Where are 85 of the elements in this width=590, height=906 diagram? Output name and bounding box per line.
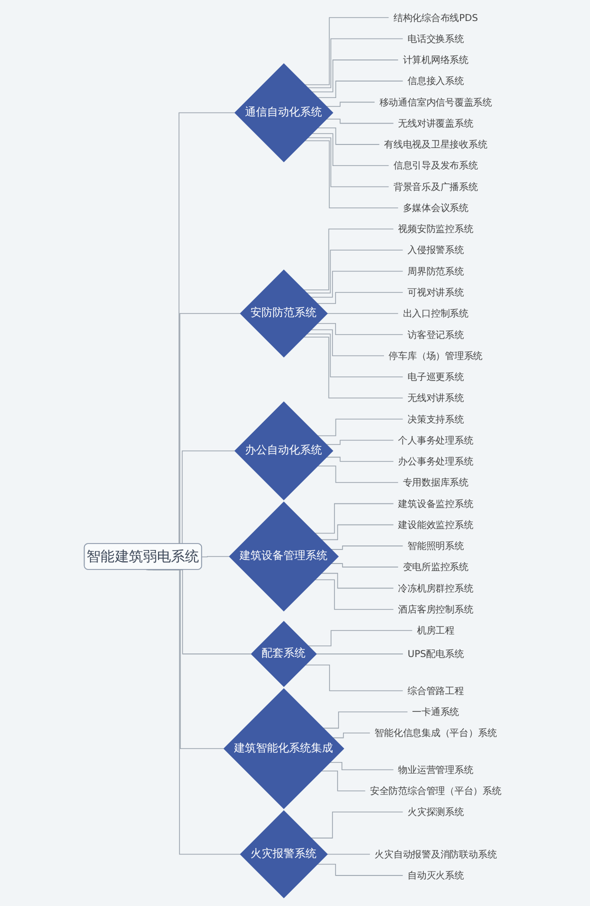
connector bbox=[320, 524, 394, 540]
connector bbox=[332, 732, 370, 738]
connector bbox=[316, 418, 403, 436]
node-text: 移动通信室内信号覆盖系统 bbox=[379, 96, 492, 108]
node-diamond: 火灾报警系统 bbox=[240, 810, 328, 898]
connector bbox=[316, 80, 403, 98]
node-text: 酒店客房控制系统 bbox=[398, 604, 474, 615]
connector bbox=[330, 546, 403, 550]
connector bbox=[326, 313, 398, 314]
connector bbox=[316, 127, 380, 145]
connector bbox=[316, 292, 403, 304]
connector bbox=[201, 556, 230, 558]
node-text: 办公事务处理系统 bbox=[398, 456, 474, 467]
connector bbox=[330, 563, 398, 568]
node-text: 火灾探测系统 bbox=[407, 806, 464, 818]
node-text: 建设能效监控系统 bbox=[398, 519, 474, 530]
node-text: 安全防范综合管理（平台）系统 bbox=[370, 785, 502, 796]
node-text: 信息引导及发布系统 bbox=[393, 160, 478, 172]
node-text: 决策支持系统 bbox=[407, 414, 464, 425]
node-diamond: 建筑智能化系统集成 bbox=[223, 688, 344, 810]
node-diamond: 安防防范系统 bbox=[240, 270, 328, 358]
node-text: 智能化信息集成（平台）系统 bbox=[374, 728, 497, 738]
connector bbox=[306, 137, 389, 188]
node-text: 智能照明系统 bbox=[407, 540, 464, 552]
connector bbox=[325, 456, 394, 462]
connector bbox=[304, 664, 403, 692]
connector bbox=[310, 133, 389, 166]
node-text: 建筑设备监控系统 bbox=[398, 498, 474, 510]
node-text: 无线对讲覆盖系统 bbox=[398, 118, 474, 129]
connector bbox=[310, 270, 403, 298]
connector bbox=[322, 711, 408, 729]
connector bbox=[314, 503, 394, 534]
node-text: 个人事务处理系统 bbox=[398, 434, 474, 446]
node-text: 结构化综合布线PDS bbox=[393, 12, 478, 24]
node-text: 周界防范系统 bbox=[407, 266, 464, 277]
node-text: 访客登记系统 bbox=[407, 329, 464, 340]
connector bbox=[325, 118, 394, 124]
connector bbox=[316, 864, 403, 876]
node-diamond: 办公自动化系统 bbox=[234, 401, 334, 500]
node-diamond: 通信自动化系统 bbox=[234, 63, 334, 162]
node-text: 冷冻机房群控系统 bbox=[398, 582, 474, 594]
node-text: 机房工程 bbox=[416, 624, 454, 636]
connector bbox=[316, 323, 403, 336]
connector bbox=[316, 466, 398, 483]
connector bbox=[320, 770, 366, 792]
node-text: 出入口控制系统 bbox=[402, 308, 468, 319]
connector bbox=[306, 334, 403, 378]
node-text: 电子巡更系统 bbox=[407, 371, 464, 382]
connector bbox=[307, 630, 412, 646]
connector bbox=[310, 329, 384, 356]
connector bbox=[302, 228, 394, 290]
connector bbox=[310, 60, 398, 92]
connector bbox=[328, 762, 394, 770]
node-text: 火灾自动报警及消防联动系统 bbox=[374, 848, 497, 860]
connector bbox=[325, 102, 375, 107]
node-text: UPS配电系统 bbox=[407, 648, 464, 660]
node-text: 可视对讲系统 bbox=[407, 286, 464, 298]
node-text: 停车库（场）管理系统 bbox=[388, 350, 482, 362]
node-diamond: 配套系统 bbox=[250, 620, 317, 687]
node-text: 综合管路工程 bbox=[407, 685, 464, 696]
connector bbox=[314, 579, 394, 610]
node-text: 视频安防监控系统 bbox=[398, 223, 474, 234]
node-text: 自动灭火系统 bbox=[407, 870, 464, 881]
node-text: 物业运营管理系统 bbox=[398, 764, 474, 776]
node-text: 变电所监控系统 bbox=[402, 562, 468, 573]
node-text: 一卡通系统 bbox=[412, 706, 459, 718]
node-text: 有线电视及卫星接收系统 bbox=[384, 138, 488, 150]
node-diamond: 建筑设备管理系统 bbox=[228, 502, 339, 612]
node-text: 背景音乐及广播系统 bbox=[393, 181, 478, 192]
connector bbox=[306, 250, 403, 294]
connector bbox=[320, 572, 394, 589]
connector bbox=[306, 38, 403, 88]
node-text: 计算机网络系统 bbox=[402, 54, 468, 66]
connector bbox=[326, 854, 370, 855]
connector bbox=[304, 17, 389, 86]
connector bbox=[325, 440, 394, 445]
connector bbox=[304, 140, 398, 208]
node-text: 专用数据库系统 bbox=[402, 477, 468, 488]
node-text: 无线对讲系统 bbox=[407, 392, 464, 404]
node-text: 多媒体会议系统 bbox=[402, 202, 468, 214]
node-text: 信息接入系统 bbox=[407, 76, 464, 87]
connector bbox=[302, 336, 403, 398]
node-text: 电话交换系统 bbox=[407, 33, 464, 44]
connector bbox=[310, 812, 403, 838]
node-text: 入侵报警系统 bbox=[407, 244, 464, 256]
